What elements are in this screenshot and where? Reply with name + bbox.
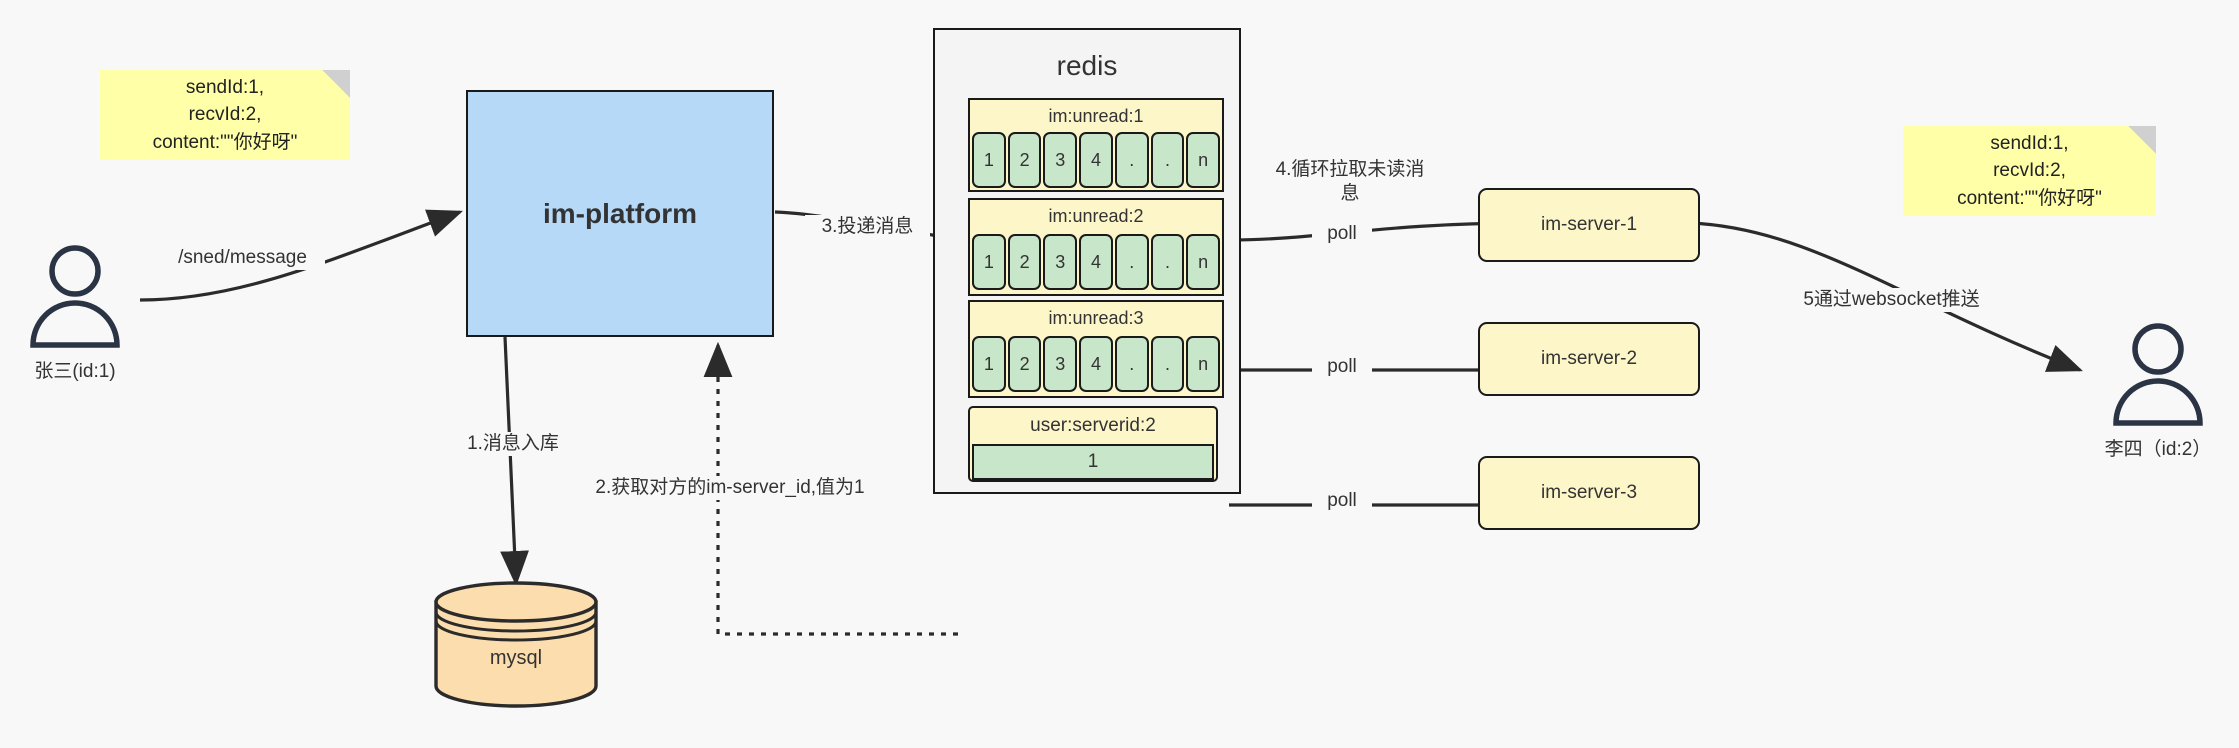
- note-right-text: sendId:1, recvId:2, content:""你好呀": [1957, 132, 2102, 209]
- im-server-2-label: im-server-2: [1540, 348, 1638, 369]
- wire-sender-to-platform: [139, 209, 464, 302]
- redis-kv: user:serverid:2 1: [968, 406, 1218, 482]
- edge-label-step5: 5通过websocket推送: [1789, 288, 1994, 312]
- note-left-text: sendId:1, recvId:2, content:""你好呀": [152, 76, 298, 153]
- actor-receiver-caption: 李四（id:2）: [2104, 439, 2212, 460]
- im-server-3-label: im-server-3: [1540, 482, 1638, 503]
- actor-sender-icon: [30, 245, 120, 348]
- im-platform-node[interactable]: im-platform: [466, 90, 774, 337]
- redis-kv-value: 1: [972, 444, 1214, 480]
- list-cell: 3: [1043, 132, 1078, 188]
- wire-server1-to-receiver: [1689, 221, 2083, 372]
- edge-label-poll-2: poll: [1312, 355, 1372, 379]
- redis-list-1: im:unread:1 1 2 3 4 . . n: [968, 98, 1224, 192]
- redis-list-3-cells: 1 2 3 4 . . n: [972, 336, 1221, 392]
- redis-list-2-cells: 1 2 3 4 . . n: [972, 234, 1221, 290]
- wire-platform-to-mysql: [500, 336, 529, 587]
- edge-label-step2: 2.获取对方的im-server_id,值为1: [580, 476, 880, 500]
- list-cell: 1: [972, 336, 1006, 392]
- edge-label-poll-3: poll: [1312, 489, 1372, 513]
- list-cell: n: [1186, 234, 1221, 290]
- redis-list-2: im:unread:2 1 2 3 4 . . n: [968, 198, 1224, 296]
- redis-title: redis: [1056, 50, 1118, 81]
- list-cell: 4: [1079, 132, 1113, 188]
- edge-label-step3: 3.投递消息: [805, 215, 930, 239]
- edge-label-step4: 4.循环拉取未读消 息: [1255, 158, 1445, 206]
- edge-label-poll-1: poll: [1312, 222, 1372, 246]
- list-cell: 4: [1079, 234, 1113, 290]
- list-cell: .: [1150, 132, 1185, 188]
- redis-kv-key: user:serverid:2: [1030, 415, 1156, 436]
- list-cell: 3: [1043, 336, 1078, 392]
- list-cell: 4: [1079, 336, 1113, 392]
- edge-label-step1: 1.消息入库: [448, 432, 578, 456]
- im-server-1-label: im-server-1: [1540, 214, 1638, 235]
- actor-receiver-icon: [2113, 323, 2203, 426]
- list-cell: 2: [1007, 132, 1042, 188]
- list-cell: n: [1186, 336, 1221, 392]
- wire-redis-kv-to-platform: [703, 341, 958, 636]
- list-cell: 2: [1007, 336, 1042, 392]
- im-server-3[interactable]: im-server-3: [1478, 456, 1700, 530]
- list-cell: 2: [1007, 234, 1042, 290]
- list-cell: .: [1114, 234, 1149, 290]
- actor-sender-caption: 张三(id:1): [34, 361, 116, 382]
- list-cell: 1: [972, 234, 1006, 290]
- mysql-label: mysql: [490, 647, 542, 669]
- redis-list-2-key: im:unread:2: [1048, 206, 1144, 226]
- list-cell: .: [1114, 132, 1149, 188]
- note-fold-icon: [2128, 126, 2156, 154]
- list-cell: 1: [972, 132, 1006, 188]
- list-cell: n: [1186, 132, 1221, 188]
- im-server-2[interactable]: im-server-2: [1478, 322, 1700, 396]
- list-cell: 3: [1043, 234, 1078, 290]
- list-cell: .: [1114, 336, 1149, 392]
- note-fold-icon: [322, 70, 350, 98]
- note-left: sendId:1, recvId:2, content:""你好呀": [100, 70, 350, 160]
- list-cell: .: [1150, 336, 1185, 392]
- redis-list-1-key: im:unread:1: [1048, 106, 1144, 126]
- list-cell: .: [1150, 234, 1185, 290]
- im-platform-label: im-platform: [543, 197, 697, 229]
- im-server-1[interactable]: im-server-1: [1478, 188, 1700, 262]
- edge-label-send-message: /sned/message: [160, 246, 325, 270]
- note-right: sendId:1, recvId:2, content:""你好呀": [1903, 126, 2156, 216]
- redis-list-3: im:unread:3 1 2 3 4 . . n: [968, 300, 1224, 398]
- redis-list-3-key: im:unread:3: [1048, 308, 1144, 328]
- redis-list-1-cells: 1 2 3 4 . . n: [972, 132, 1221, 188]
- mysql-node[interactable]: mysql: [430, 580, 602, 708]
